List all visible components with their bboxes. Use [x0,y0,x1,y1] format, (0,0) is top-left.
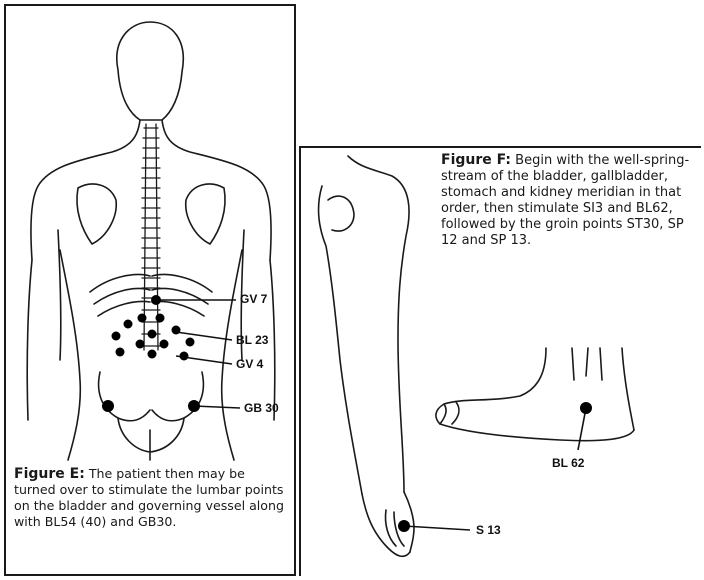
acupoint-gv4 [148,350,157,359]
figure-f-caption: Figure F: Begin with the well-spring-str… [441,152,703,249]
acupoint [116,348,125,357]
acupoint [136,340,145,349]
acupoint [156,314,165,323]
figure-f-title: Figure F: [441,152,511,168]
acupoint-bl23 [148,330,157,339]
figure-e-title: Figure E: [14,466,85,482]
acupoint-gb30-left [102,400,114,412]
label-bl23: BL 23 [236,333,268,347]
back-body-outline [27,22,275,460]
figure-e-caption: Figure E: The patient then may be turned… [14,466,286,530]
label-s13: S 13 [476,523,501,537]
acupoint [172,326,181,335]
acupoint [180,352,189,361]
acupoint-gb30-right [188,400,200,412]
acupoint [186,338,195,347]
acupoint-gv7 [151,295,161,305]
label-bl62: BL 62 [552,456,584,470]
acupoint [160,340,169,349]
label-gb30: GB 30 [244,401,279,415]
acupoint [138,314,147,323]
label-gv4: GV 4 [236,357,263,371]
label-gv7: GV 7 [240,292,267,306]
acupoint [124,320,133,329]
acupoint [112,332,121,341]
